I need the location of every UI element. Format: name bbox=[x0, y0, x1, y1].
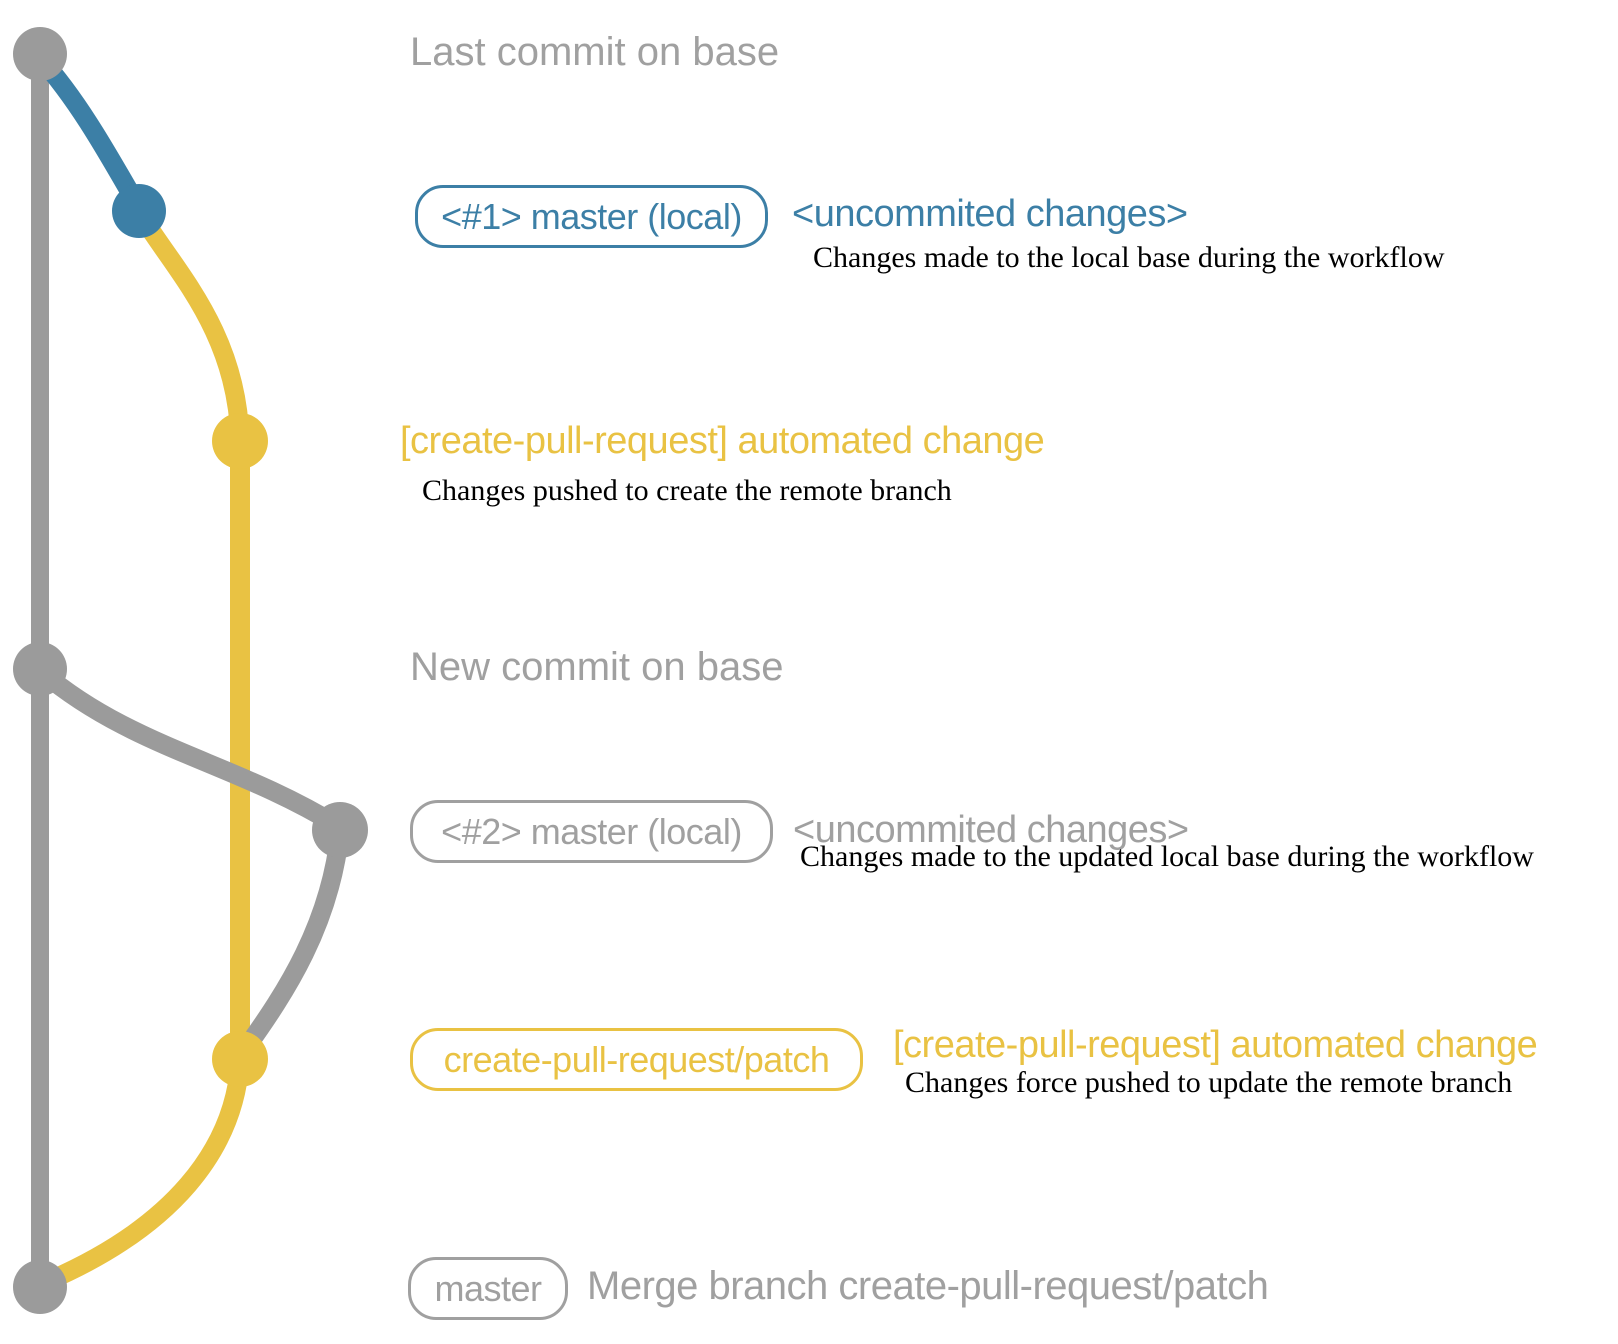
git-graph bbox=[13, 27, 368, 1314]
local-master-branch-curve-1 bbox=[30, 48, 149, 218]
commit-dot-local-2 bbox=[312, 802, 368, 858]
note-merge-branch: Merge branch create-pull-request/patch bbox=[587, 1264, 1269, 1308]
patch-merge-curve bbox=[36, 1052, 250, 1292]
note-automated-change-2: [create-pull-request] automated change bbox=[893, 1024, 1538, 1066]
badge-master-local-1: <#1> master (local) bbox=[415, 185, 768, 248]
commit-dot-patch-2 bbox=[212, 1031, 268, 1087]
commit-dot-merge bbox=[13, 1260, 67, 1314]
detail-local-changes-2: Changes made to the updated local base d… bbox=[800, 840, 1534, 873]
badge-master: master bbox=[408, 1257, 568, 1320]
note-uncommitted-changes-2: <uncommited changes> bbox=[793, 809, 1189, 851]
commit-dot-last-base bbox=[13, 27, 67, 81]
heading-last-commit-on-base: Last commit on base bbox=[410, 30, 780, 74]
local-master-branch-curve-2 bbox=[32, 662, 348, 836]
force-push-curve bbox=[236, 822, 350, 1058]
detail-force-pushed: Changes force pushed to update the remot… bbox=[905, 1066, 1513, 1099]
note-uncommitted-changes-1: <uncommited changes> bbox=[792, 193, 1188, 235]
detail-pushed-create: Changes pushed to create the remote bran… bbox=[422, 474, 952, 507]
badge-master-local-2: <#2> master (local) bbox=[410, 800, 773, 863]
commit-dot-local-1 bbox=[112, 184, 166, 238]
commit-dot-new-base bbox=[13, 642, 67, 696]
detail-local-changes-1: Changes made to the local base during th… bbox=[813, 241, 1445, 274]
badge-patch-branch: create-pull-request/patch bbox=[410, 1028, 863, 1091]
heading-new-commit-on-base: New commit on base bbox=[410, 645, 784, 689]
commit-dot-patch-1 bbox=[212, 413, 268, 469]
patch-branch-create-curve bbox=[129, 202, 250, 450]
note-automated-change-1: [create-pull-request] automated change bbox=[400, 420, 1045, 462]
